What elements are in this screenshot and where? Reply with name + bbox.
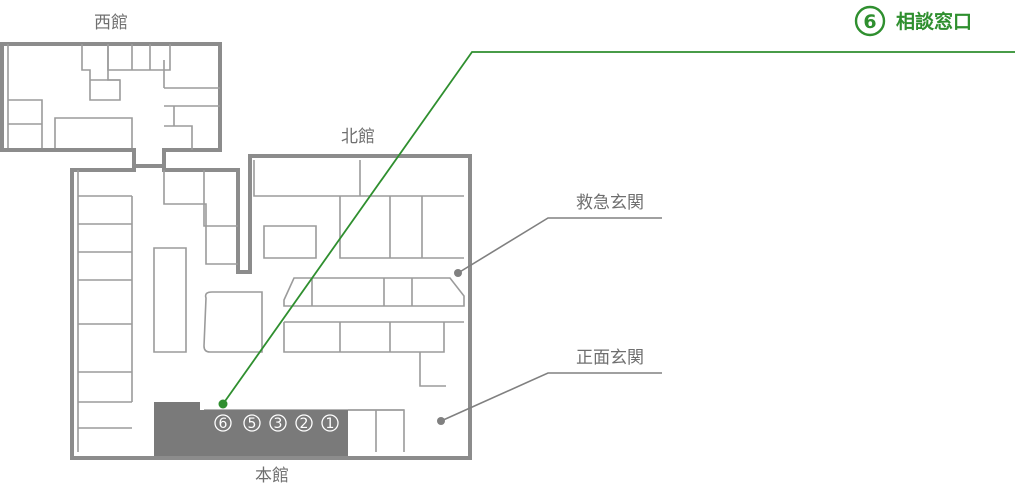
main-building-label: 本館 [255,466,289,486]
counter-1: 1 [321,414,339,432]
counter-5: 5 [243,414,261,432]
counter-number: 1 [326,416,335,432]
title-label: 相談窓口 [896,10,972,33]
consultation-leader [218,51,1015,409]
counter-area [154,402,348,456]
consultation-title: 6 相談窓口 [854,5,972,37]
leader-line [222,51,1015,405]
counter-2: 2 [295,414,313,432]
consultation-marker [218,399,228,409]
main-building [70,154,472,460]
counter-number: 6 [219,416,228,432]
counter-number: 3 [274,416,283,432]
counter-row: 6 5 3 2 1 [214,414,339,432]
north-building-label: 北館 [341,127,375,147]
title-number: 6 [863,11,876,33]
west-building-label: 西館 [94,13,128,33]
counter-3: 3 [269,414,287,432]
north-building [253,160,465,387]
west-building [0,42,222,168]
counter-number: 2 [300,416,309,432]
front-entrance-label: 正面玄関 [576,348,644,368]
emergency-entrance-label: 救急玄関 [576,193,644,213]
title-number-circle [854,5,886,37]
counter-6: 6 [214,414,232,432]
front-entrance-callout: 正面玄関 [437,348,662,425]
emergency-entrance-callout: 救急玄関 [454,193,662,277]
counter-number: 5 [248,416,257,432]
